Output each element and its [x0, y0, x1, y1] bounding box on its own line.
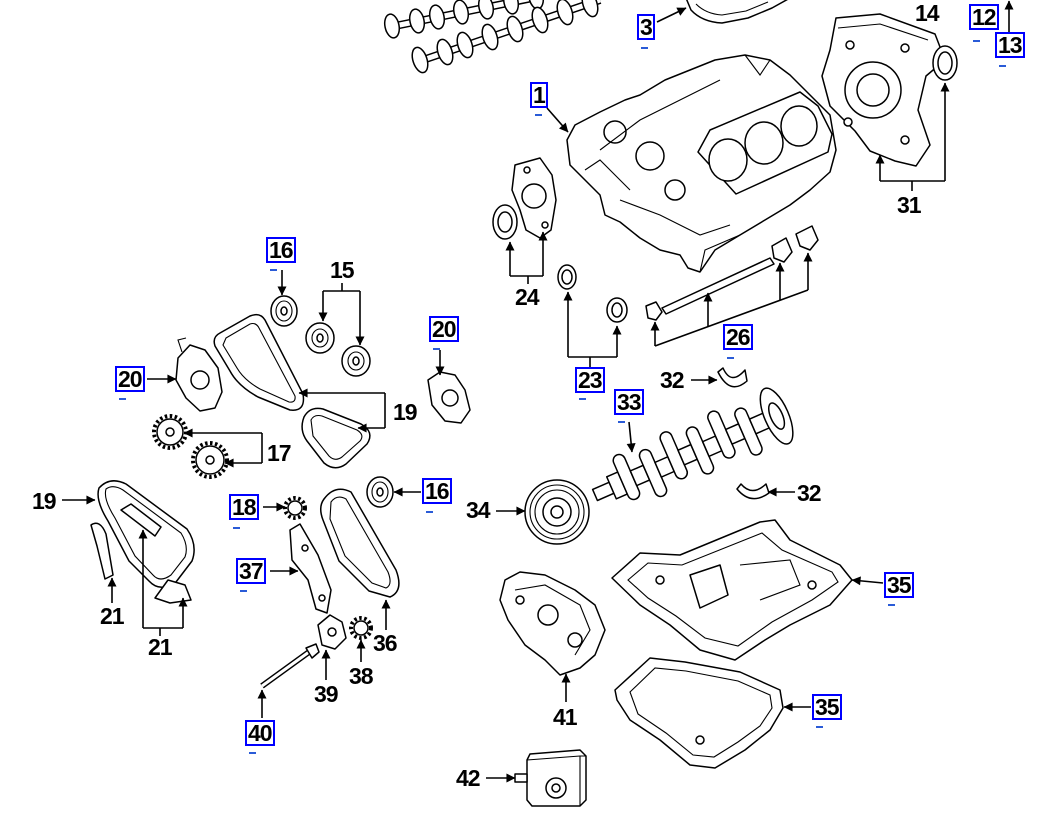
chain-tensioner-part — [154, 579, 192, 604]
callout-12-dash-link[interactable] — [973, 40, 980, 42]
bearing-shell-upper-part — [717, 367, 748, 388]
callout-32-upper-label: 32 — [660, 367, 685, 393]
callout-38-label: 38 — [349, 663, 374, 689]
oil-pan-lower-part — [614, 657, 784, 769]
timing-belt-a-part — [213, 313, 305, 411]
callout-35-lower-link[interactable]: 35 — [812, 694, 842, 720]
callout-20-left-dash-link[interactable] — [119, 398, 126, 400]
callout-19-left-label: 19 — [32, 488, 57, 514]
front-seal-part — [492, 204, 518, 240]
callout-34-label: 34 — [466, 497, 491, 523]
callout-24-label: 24 — [515, 284, 540, 310]
seal-upper-part — [557, 264, 577, 290]
tensioner-pulley-upper-part — [270, 295, 298, 327]
callout-20-right-dash-link[interactable] — [433, 348, 440, 350]
oil-filter-part — [514, 749, 587, 807]
engine-block-part — [566, 54, 837, 273]
seal-lower-part — [606, 297, 628, 323]
chain-guide-left-part — [90, 522, 114, 580]
callout-42-label: 42 — [456, 765, 481, 791]
idler-pulley-a-part — [305, 322, 335, 354]
belt-guide-part — [289, 523, 332, 614]
callout-13-link[interactable]: 13 — [995, 32, 1025, 58]
callout-16-upper-dash-link[interactable] — [270, 269, 277, 271]
callout-33-link[interactable]: 33 — [614, 389, 644, 415]
callout-3-link[interactable]: 3 — [637, 14, 655, 40]
callout-17-label: 17 — [267, 440, 292, 466]
camshaft-lower-part — [411, 0, 602, 74]
timing-belt-long-part — [320, 488, 400, 598]
callout-15-label: 15 — [330, 257, 355, 283]
callout-33-dash-link[interactable] — [618, 421, 625, 423]
leader-arrow — [851, 576, 884, 586]
leader-arrow — [546, 107, 569, 133]
callout-18-link[interactable]: 18 — [229, 494, 259, 520]
bearing-shell-lower-part — [736, 483, 770, 500]
sprocket-a-part — [152, 414, 188, 450]
callout-23-link[interactable]: 23 — [575, 367, 605, 393]
stud-rod-part — [645, 225, 819, 321]
callout-13-dash-link[interactable] — [999, 65, 1006, 67]
leader-bracket — [654, 289, 809, 347]
callout-19-right-label: 19 — [393, 399, 418, 425]
callout-20-right-link[interactable]: 20 — [429, 316, 459, 342]
callout-20-left-link[interactable]: 20 — [115, 366, 145, 392]
callout-16-lower-link[interactable]: 16 — [422, 478, 452, 504]
callout-23-dash-link[interactable] — [579, 398, 586, 400]
callout-35-upper-link[interactable]: 35 — [884, 572, 914, 598]
callout-41-label: 41 — [553, 704, 578, 730]
callout-21-right-label: 21 — [148, 634, 173, 660]
crankshaft-part — [591, 387, 794, 502]
callout-26-link[interactable]: 26 — [723, 324, 753, 350]
callout-40-dash-link[interactable] — [249, 752, 256, 754]
callout-3-dash-link[interactable] — [641, 47, 648, 49]
sprocket-b-part — [191, 441, 229, 479]
leader-arrow — [626, 421, 636, 453]
oil-pump-left-part — [175, 337, 223, 412]
sprocket-small-part — [283, 496, 307, 520]
callout-36-label: 36 — [373, 630, 398, 656]
oil-pump-right-part — [427, 371, 471, 424]
callout-18-dash-link[interactable] — [233, 527, 240, 529]
callout-31-label: 31 — [897, 192, 922, 218]
callout-14-label: 14 — [915, 0, 940, 26]
callout-26-dash-link[interactable] — [727, 357, 734, 359]
callout-12-link[interactable]: 12 — [969, 4, 999, 30]
callout-40-link[interactable]: 40 — [245, 720, 275, 746]
tensioner-pulley-lower-part — [366, 476, 394, 508]
front-cover-gasket-part — [511, 157, 557, 239]
bracket-39-part — [317, 614, 347, 650]
rear-cover-part — [821, 13, 946, 167]
callout-1-dash-link[interactable] — [535, 114, 542, 116]
camshaft-upper-part — [383, 0, 545, 39]
callout-37-link[interactable]: 37 — [236, 558, 266, 584]
callout-32-lower-label: 32 — [797, 480, 822, 506]
callout-35-lower-dash-link[interactable] — [816, 726, 823, 728]
crank-pulley-part — [524, 479, 590, 545]
callout-1-link[interactable]: 1 — [530, 82, 548, 108]
callout-37-dash-link[interactable] — [240, 590, 247, 592]
head-gasket-part — [686, 0, 788, 24]
callout-16-upper-link[interactable]: 16 — [266, 237, 296, 263]
timing-belt-b-part — [301, 407, 371, 469]
idler-pulley-b-part — [341, 345, 371, 377]
oil-pan-upper-part — [611, 519, 853, 661]
sprocket-38-part — [349, 616, 373, 640]
timing-case-part — [499, 571, 606, 676]
chain-guide-center-part — [120, 503, 162, 537]
callout-39-label: 39 — [314, 681, 339, 707]
callout-21-left-label: 21 — [100, 603, 125, 629]
bolt-40-part — [260, 643, 320, 689]
rear-seal-part — [932, 45, 958, 81]
callout-35-upper-dash-link[interactable] — [888, 604, 895, 606]
callout-16-lower-dash-link[interactable] — [426, 511, 433, 513]
leader-arrow — [656, 7, 687, 23]
